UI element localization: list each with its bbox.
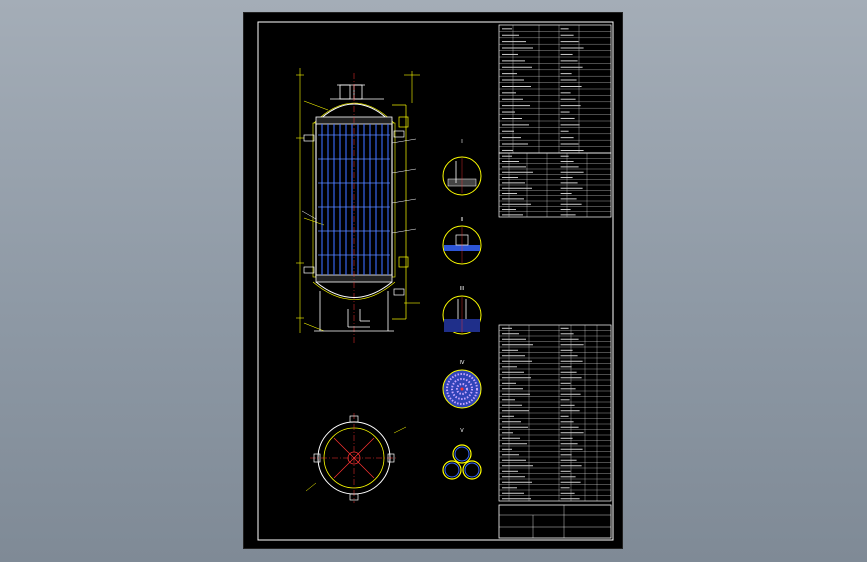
detail-i: I	[442, 139, 482, 196]
svg-text:IV: IV	[460, 360, 465, 366]
drawing-sheet: I II III IV	[244, 13, 622, 548]
svg-text:V: V	[460, 428, 464, 434]
detail-iv: IV	[442, 360, 482, 409]
cad-drawing: I II III IV	[257, 21, 614, 541]
vessel-elevation	[296, 68, 420, 345]
nozzle-table	[498, 152, 612, 218]
detail-callouts: I II III IV	[442, 139, 482, 480]
svg-text:III: III	[460, 286, 464, 292]
svg-text:I: I	[461, 139, 462, 145]
detail-iii: III	[442, 286, 482, 335]
detail-ii: II	[442, 217, 482, 265]
title-block	[498, 504, 612, 539]
detail-v: V	[442, 428, 482, 480]
sheet-border	[257, 21, 614, 541]
top-plan-view	[305, 413, 407, 503]
parts-list	[498, 324, 612, 502]
technical-data-table	[498, 24, 612, 154]
svg-text:II: II	[461, 217, 464, 223]
